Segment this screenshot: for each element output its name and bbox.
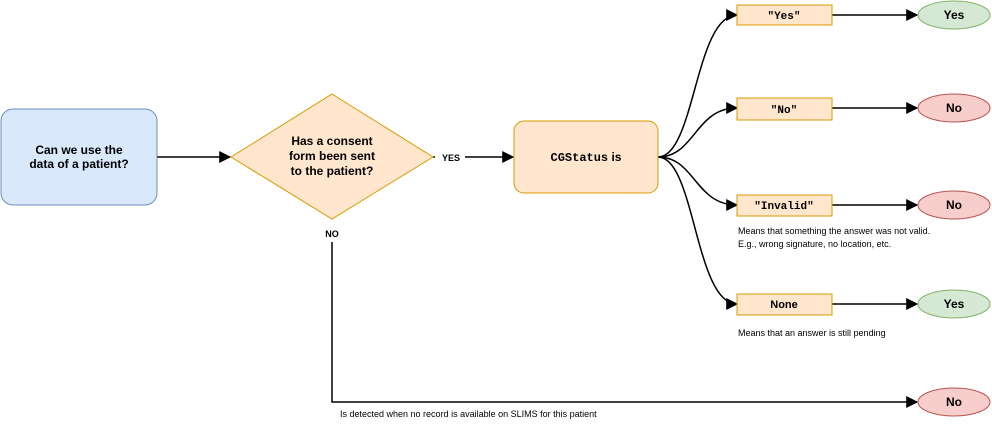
value-node-invalid: "Invalid": [736, 194, 833, 217]
result-label: No: [946, 198, 962, 212]
status-label: CGStatus is: [551, 150, 622, 165]
edge-status-to-invalid: [657, 156, 739, 211]
decision-line-2: form been sent: [289, 149, 375, 163]
result-node-invalid: No: [917, 190, 991, 220]
decision-line-3: to the patient?: [291, 164, 374, 178]
no-record-note: Is detected when no record is available …: [340, 409, 597, 419]
edge-status-to-no: [657, 102, 739, 158]
result-node-none: Yes: [917, 289, 991, 319]
start-line-2: data of a patient?: [29, 157, 128, 171]
status-suffix: is: [608, 150, 622, 164]
value-label: "No": [771, 105, 797, 117]
edge-label-yes: YES: [442, 153, 460, 163]
result-node-no: No: [917, 93, 991, 123]
invalid-note-line-1: Means that something the answer was not …: [738, 226, 930, 236]
invalid-note-line-2: E.g., wrong signature, no location, etc.: [738, 239, 891, 249]
value-node-yes: "Yes": [736, 4, 833, 26]
result-label: No: [946, 101, 962, 115]
edge-decision-no-to-result: [331, 242, 919, 408]
decision-node: Has a consent form been sent to the pati…: [230, 93, 434, 220]
decision-line-1: Has a consent: [291, 134, 372, 148]
status-field: CGStatus: [551, 151, 609, 165]
value-label: None: [770, 299, 798, 311]
status-node: CGStatus is: [513, 120, 659, 194]
value-node-no: "No": [736, 97, 833, 121]
result-label: Yes: [944, 297, 965, 311]
value-label: "Yes": [767, 11, 800, 23]
edge-label-no: NO: [325, 229, 339, 239]
start-node: Can we use the data of a patient?: [0, 108, 158, 206]
value-node-none: None: [736, 293, 833, 316]
result-label: Yes: [944, 8, 965, 22]
result-node-no-record: No: [917, 387, 991, 417]
edges: [157, 9, 919, 408]
value-label: "Invalid": [754, 201, 813, 213]
edge-status-to-none: [657, 156, 739, 310]
result-label: No: [946, 395, 962, 409]
edge-status-to-yes: [657, 9, 739, 158]
start-line-1: Can we use the: [35, 143, 123, 157]
none-note: Means that an answer is still pending: [738, 328, 886, 338]
result-node-yes: Yes: [917, 0, 991, 30]
